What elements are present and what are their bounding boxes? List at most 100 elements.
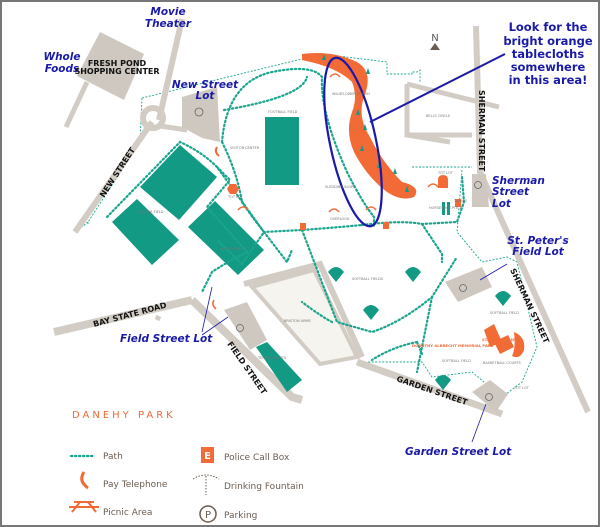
orange-facilities [227, 175, 525, 358]
svg-text:Path: Path [103, 452, 123, 462]
soccer-field-1 [140, 145, 217, 220]
legend-police-call-box: E Police Call Box [201, 447, 290, 463]
svg-text:TENNIS COURTS: TENNIS COURTS [257, 356, 287, 360]
park-title: DANEHY PARK [72, 410, 176, 421]
field-street-lot-shape [224, 302, 267, 350]
legend-path: Path [69, 452, 123, 462]
football-field [265, 117, 299, 185]
soccer-field-2 [112, 199, 179, 265]
park-boundary [81, 53, 538, 398]
fresh-pond-shopping-center [77, 32, 144, 100]
highlight-ellipse [323, 56, 383, 228]
tennis-shape [455, 199, 461, 207]
picnic-area-icons [237, 73, 439, 213]
svg-text:E: E [204, 451, 211, 462]
svg-text:ST. PETER'S FIELD: ST. PETER'S FIELD [482, 337, 520, 342]
police-call-box-icon [201, 447, 214, 463]
garden-lot-pointer [471, 403, 487, 443]
shopping-center-access-road [63, 80, 90, 129]
svg-text:Pay Telephone: Pay Telephone [103, 480, 168, 490]
svg-text:HORSESHOE PITCH: HORSESHOE PITCH [429, 206, 463, 210]
sherman-street-label-top: SHERMAN STREET [477, 90, 486, 172]
pay-telephone-icon [214, 146, 220, 157]
svg-text:OVERLOOK: OVERLOOK [330, 217, 350, 221]
svg-text:BRISTON ARMS: BRISTON ARMS [284, 319, 312, 323]
svg-text:SOCCER FIELD: SOCCER FIELD [220, 247, 246, 251]
bells-circle-road [404, 81, 500, 145]
svg-text:Picnic Area: Picnic Area [103, 508, 152, 518]
sherman-street-road [473, 25, 591, 414]
picnic-table-icon [69, 501, 99, 513]
garden-street-lot-shape [472, 380, 508, 412]
svg-text:SOFTBALL FIELD: SOFTBALL FIELD [490, 311, 519, 315]
briston-arms-area [248, 267, 360, 367]
tot-lot-left-shape [227, 184, 239, 194]
svg-text:SOCCER FIELD: SOCCER FIELD [138, 210, 164, 214]
legend-parking: P Parking [199, 505, 257, 523]
new-street-road [72, 120, 155, 234]
roads [53, 18, 591, 418]
parking-icon [199, 505, 217, 523]
legend-picnic-area: Picnic Area [69, 501, 152, 518]
legend: Path Pay Telephone Picnic Area E Police … [69, 447, 304, 523]
svg-text:DOROTHY ALBRECHT MEMORIAL PARK: DOROTHY ALBRECHT MEMORIAL PARK [412, 343, 495, 348]
bay-state-road [53, 296, 193, 336]
svg-text:Police Call Box: Police Call Box [224, 453, 290, 463]
roundabout [140, 105, 166, 131]
sherman-street-lot-shape [472, 174, 489, 207]
basketball-court-2 [494, 335, 514, 354]
garden-street-label: GARDEN STREET [395, 374, 469, 407]
walking-paths [105, 67, 466, 374]
movie-theater-road [156, 18, 185, 121]
north-arrow: N [430, 33, 440, 50]
north-label: N [431, 33, 438, 44]
svg-text:BELLS CIRCLE: BELLS CIRCLE [426, 114, 450, 118]
softball-diamonds [328, 267, 511, 390]
horseshoe-pitch [447, 202, 450, 215]
tennis-courts [256, 342, 302, 392]
svg-text:TOT LOT: TOT LOT [513, 386, 530, 390]
svg-text:FOOTBALL FIELD: FOOTBALL FIELD [268, 110, 298, 114]
trees [322, 54, 409, 192]
legend-pay-telephone: Pay Telephone [80, 471, 168, 490]
svg-text:TENNIS: TENNIS [453, 199, 468, 203]
svg-text:VISITOR CENTER: VISITOR CENTER [230, 146, 260, 150]
svg-text:Drinking Fountain: Drinking Fountain [224, 482, 304, 492]
pay-telephone-icon [212, 299, 217, 310]
north-arrow-icon [430, 43, 440, 50]
tot-lot-top-shape [438, 175, 448, 188]
svg-text:BASKETBALL COURTS: BASKETBALL COURTS [483, 361, 522, 365]
tot-lot-bottom-shape [512, 332, 525, 358]
svg-text:P: P [205, 510, 211, 521]
st-peters-pointer [479, 263, 508, 281]
field-street-lot-label: Field Street Lot [120, 333, 213, 345]
svg-text:TOT LOT: TOT LOT [437, 171, 454, 175]
garden-street-lot-label: Garden Street Lot [405, 446, 512, 458]
svg-text:SOFTBALL FIELD: SOFTBALL FIELD [442, 359, 471, 363]
legend-drinking-fountain: Drinking Fountain [192, 474, 304, 495]
bay-state-road-label: BAY STATE ROAD [92, 301, 168, 329]
st-peters-lot-shape [445, 267, 492, 302]
field-street-road [189, 297, 304, 404]
police-call-boxes [300, 222, 389, 230]
svg-text:WILDFLOWER MARSH: WILDFLOWER MARSH [332, 92, 370, 96]
garden-street-road [355, 358, 504, 418]
small-map-labels: FOOTBALL FIELD WILDFLOWER MARSH BELLS CI… [138, 92, 530, 390]
svg-text:Parking: Parking [224, 511, 257, 521]
soccer-field-3 [188, 201, 264, 275]
svg-text:SOFTBALL FIELDS: SOFTBALL FIELDS [352, 277, 384, 281]
wildflower-marsh-orange-area [302, 53, 417, 199]
svg-text:SLEDDING SLOPE: SLEDDING SLOPE [325, 185, 355, 189]
drinking-fountain-icon [192, 474, 220, 495]
pay-telephone-icon [80, 471, 89, 490]
field-lot-pointer [201, 316, 229, 336]
